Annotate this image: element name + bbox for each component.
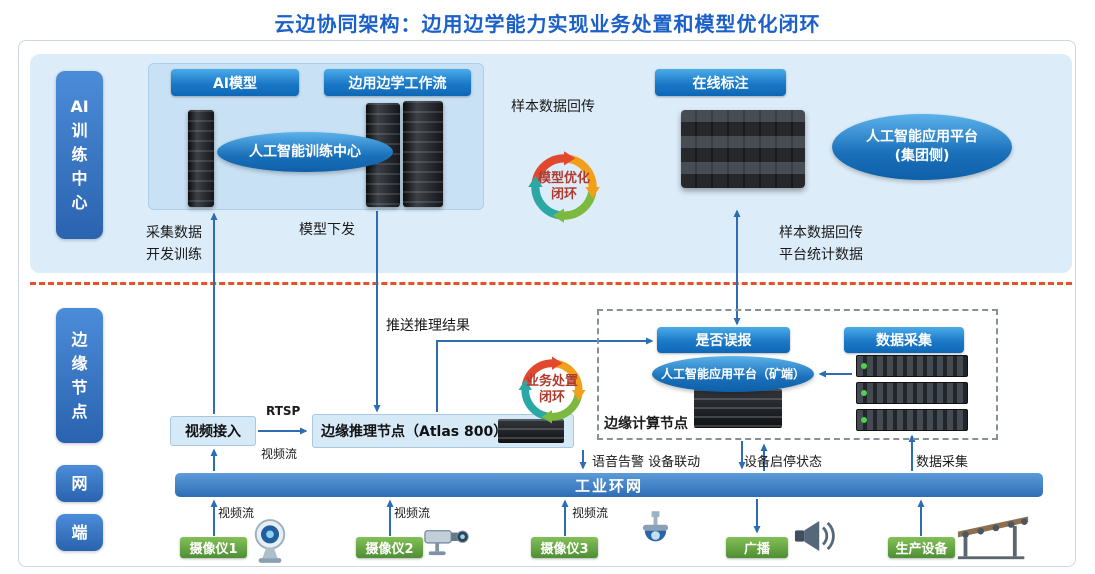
- sample-return-stats-label: 样本数据回传 平台统计数据: [779, 225, 863, 263]
- sidebar-item-ai-training-center: AI 训 练 中 心: [56, 71, 103, 239]
- online-annotation-badge: 在线标注: [655, 69, 786, 96]
- speaker-icon: [794, 521, 835, 551]
- video-access-box: 视频接入: [170, 416, 256, 446]
- data-collect-badge: 数据采集: [844, 327, 964, 353]
- sidebar-item-network: 网: [56, 465, 103, 502]
- device-status-label: 设备启停状态: [744, 455, 823, 470]
- cycle-arrows-icon: [528, 151, 600, 223]
- group-platform-ellipse: 人工智能应用平台 (集团侧): [832, 114, 1012, 180]
- sidebar-item-edge-node: 边 缘 节 点: [56, 308, 103, 443]
- business-processing-loop: 业务处置 闭环: [509, 347, 595, 433]
- video-stream-label: 视频流: [394, 506, 431, 520]
- sidebar-item-terminal: 端: [56, 514, 103, 551]
- device-label-camera3: 摄像仪3: [531, 537, 598, 558]
- device-label-broadcast: 广播: [726, 537, 788, 558]
- device-label-production-equipment: 生产设备: [888, 537, 955, 558]
- collect-train-label: 采集数据 开发训练: [146, 225, 202, 263]
- model-loop-label: 模型优化 闭环: [537, 170, 590, 202]
- rtsp-label: RTSP: [266, 404, 301, 418]
- rack-stack-illustration: [856, 355, 968, 431]
- atlas-server-illustration: [498, 419, 564, 443]
- cloud-edge-divider: [30, 282, 1072, 285]
- industrial-ring-network-bar: 工业环网: [175, 473, 1043, 497]
- business-loop-label: 业务处置 闭环: [525, 373, 578, 405]
- conveyor-equipment-icon: [957, 516, 1029, 560]
- false-alarm-badge: 是否误报: [657, 327, 790, 353]
- device-label-camera2: 摄像仪2: [356, 537, 423, 558]
- cctv-camera-icon: [424, 529, 469, 556]
- page-title: 云边协同架构：边用边学能力实现业务处置和模型优化闭环: [274, 12, 821, 36]
- video-stream-label: 视频流: [261, 447, 298, 461]
- sample-return-label: 样本数据回传: [511, 99, 595, 115]
- edge-inference-node-label: 边缘推理节点（Atlas 800）: [321, 424, 508, 440]
- ai-model-badge: AI模型: [171, 69, 299, 96]
- tower-server-illustration: [403, 101, 443, 207]
- edge-compute-node-box: [597, 309, 998, 440]
- training-center-ellipse: 人工智能训练中心: [217, 132, 393, 172]
- data-collect-flow-label: 数据采集: [916, 455, 969, 470]
- outer-frame: [18, 40, 1076, 567]
- webcam-icon: [254, 519, 286, 563]
- mine-platform-ellipse: 人工智能应用平台（矿端）: [652, 356, 814, 392]
- learn-while-using-workflow-badge: 边用边学工作流: [324, 69, 471, 96]
- edge-compute-node-label: 边缘计算节点: [604, 416, 688, 432]
- rack-server-illustration: [681, 110, 805, 188]
- mine-server-illustration: [694, 389, 782, 428]
- dome-camera-icon: [642, 511, 669, 542]
- model-optimization-loop: 模型优化 闭环: [518, 141, 610, 233]
- push-inference-label: 推送推理结果: [386, 318, 470, 334]
- voice-alarm-linkage-label: 语音告警 设备联动: [592, 455, 701, 470]
- video-stream-label: 视频流: [218, 506, 255, 520]
- arrow-push-inference: [436, 337, 654, 412]
- model-dispatch-label: 模型下发: [299, 222, 355, 238]
- cycle-arrows-icon: [518, 356, 586, 424]
- tower-server-illustration: [188, 110, 214, 207]
- video-stream-label: 视频流: [572, 506, 609, 520]
- device-label-camera1: 摄像仪1: [180, 537, 247, 558]
